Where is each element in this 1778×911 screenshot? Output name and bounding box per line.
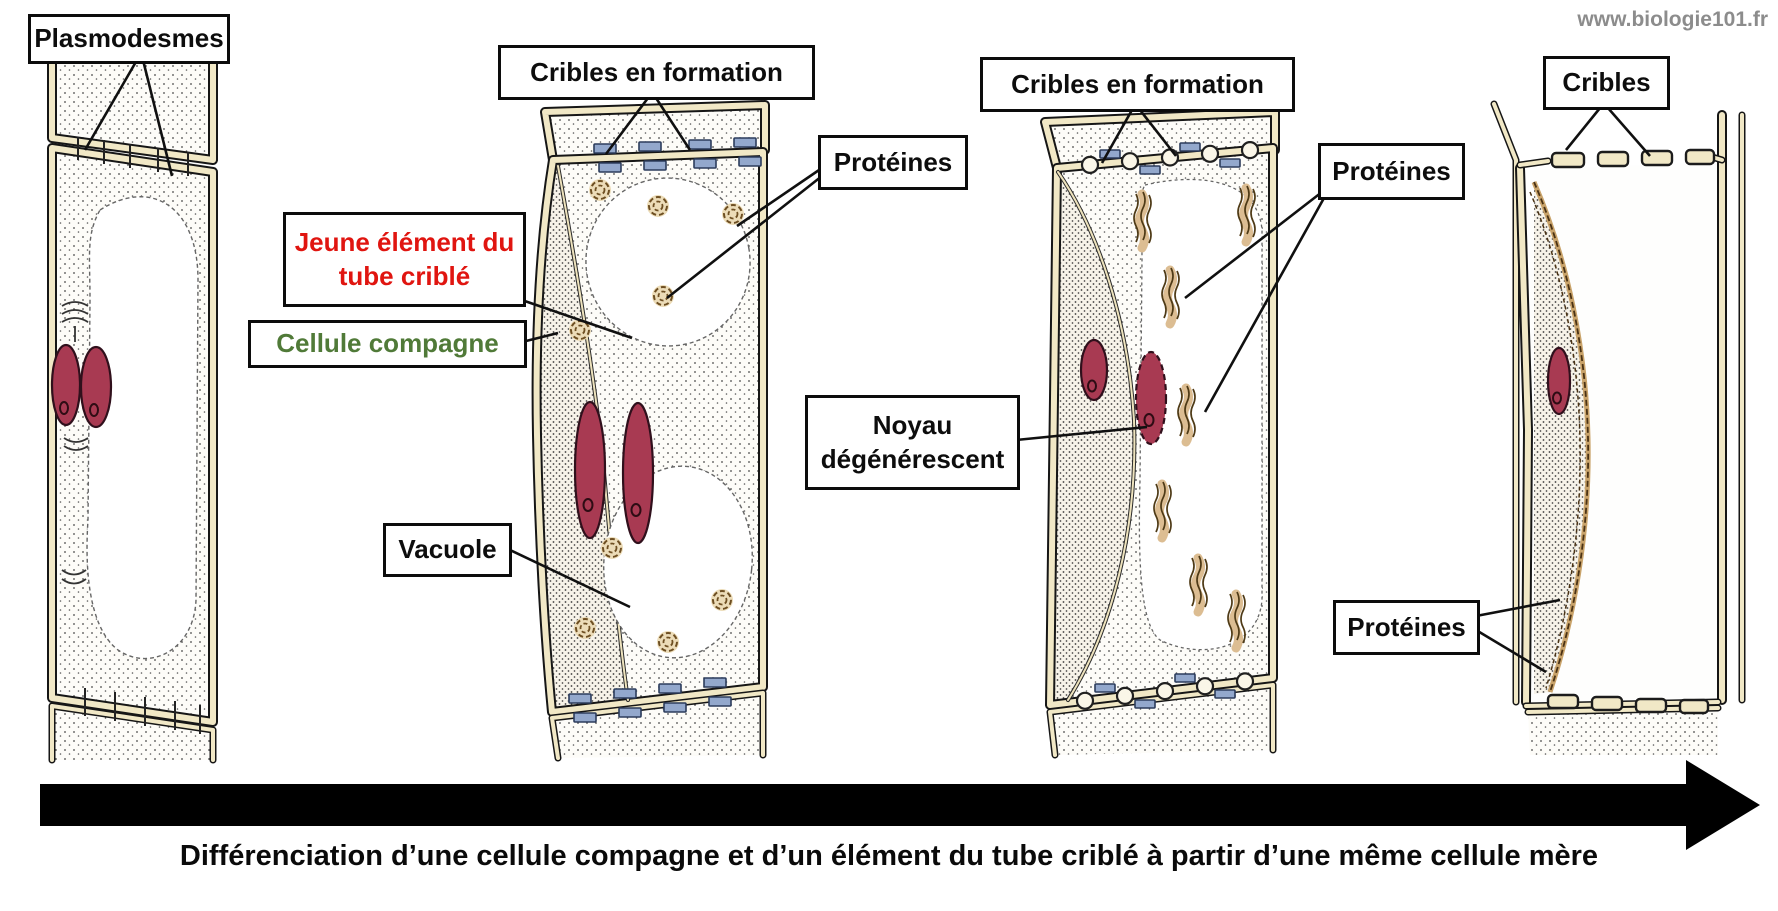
label-vacuole: Vacuole	[383, 523, 512, 577]
stage3-differentiating-cell	[1040, 107, 1280, 759]
companion-nucleus	[1546, 346, 1572, 416]
stage2-lower-neighbor-cytoplasm	[552, 693, 763, 758]
label-proteines-stage4: Protéines	[1333, 600, 1480, 655]
stage1-lower-neighbor-cytoplasm	[52, 706, 213, 760]
stage2-cell-walls	[531, 100, 770, 762]
label-cribles-en-formation-stage2: Cribles en formation	[498, 45, 815, 100]
stage3-lower-neighbor-cytoplasm	[1050, 685, 1273, 755]
stage4-protein-lining	[1529, 181, 1591, 693]
figure-caption: Différenciation d’une cellule compagne e…	[179, 840, 1599, 872]
stage1-upper-neighbor-cytoplasm	[52, 57, 213, 160]
label-plasmodesmes: Plasmodesmes	[28, 14, 230, 64]
stage2-young-sieve-element	[531, 100, 770, 762]
nucleus	[621, 401, 655, 545]
stage1-nuclei	[50, 343, 113, 429]
leader-lines	[83, 59, 1651, 674]
stage4-companion-cell-region	[1534, 182, 1589, 694]
label-cellule-compagne: Cellule compagne	[248, 320, 527, 368]
stage3-dividing-membrane	[1056, 170, 1137, 702]
label-jeune-element-du-tube-crible: Jeune élément du tube criblé	[283, 212, 526, 307]
label-cribles: Cribles	[1543, 56, 1670, 110]
label-noyau-degenerescent: Noyau dégénérescent	[805, 395, 1020, 490]
nucleus	[79, 345, 113, 429]
nucleus	[573, 400, 607, 540]
stage2-vacuole-upper	[585, 177, 751, 347]
stage3-sieve-plates-with-pores	[1075, 141, 1260, 710]
stage1-vacuole	[86, 196, 199, 660]
stage1-mother-cell	[47, 52, 218, 764]
label-proteines-stage2: Protéines	[818, 135, 968, 190]
stage4-mature-sieve-element	[1490, 100, 1746, 755]
label-cribles-en-formation-stage3: Cribles en formation	[980, 57, 1295, 112]
label-proteines-stage3: Protéines	[1318, 143, 1465, 200]
stage1-cell-walls	[47, 52, 218, 764]
stage4-open-sieve-pores	[1546, 148, 1716, 715]
stage4-lower-neighbor-cytoplasm	[1528, 708, 1718, 755]
stage2-nuclei	[573, 400, 655, 545]
site-watermark: www.biologie101.fr	[1577, 8, 1768, 31]
spindle-marks	[61, 301, 89, 585]
plasmodesmata-ticks	[77, 137, 201, 734]
stage3-companion-cell-region	[1052, 172, 1135, 705]
stage2-sieve-plates-forming	[568, 137, 762, 723]
stage3-nuclei	[1079, 338, 1168, 446]
timeline-arrow	[40, 760, 1760, 850]
degenerating-nucleus	[1134, 350, 1168, 446]
